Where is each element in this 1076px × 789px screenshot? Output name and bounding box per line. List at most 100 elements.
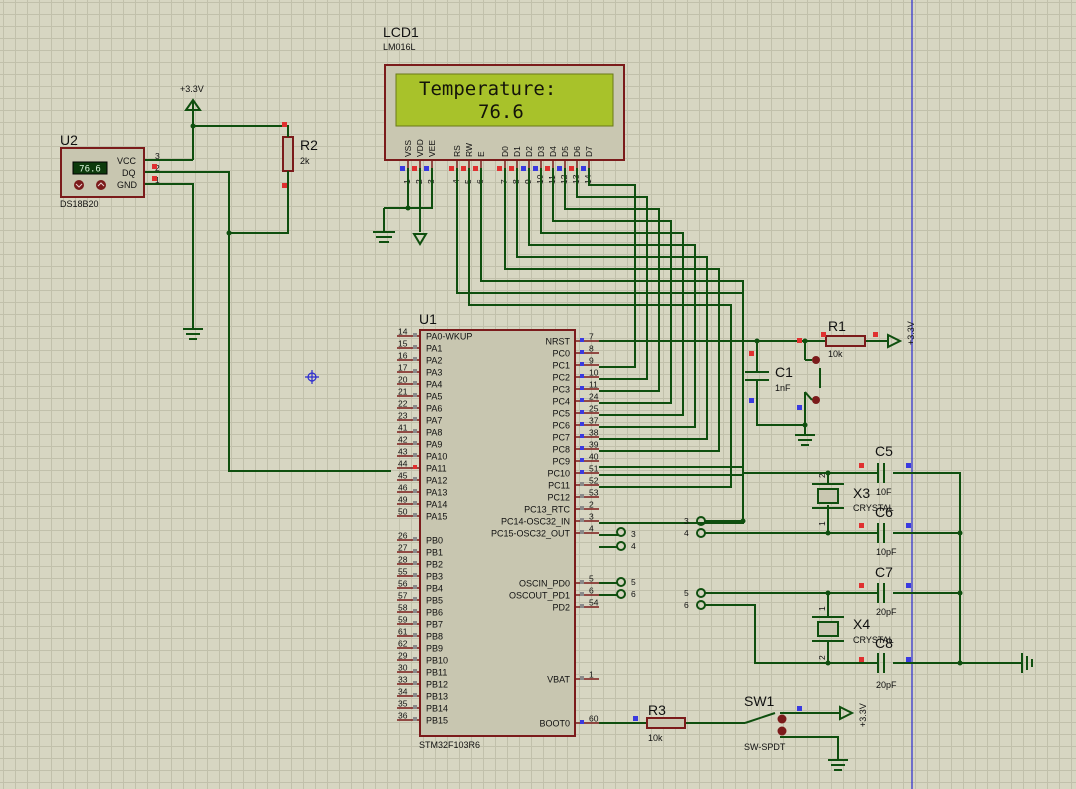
u1-left-pin-number: 20 — [398, 375, 408, 385]
c1-value: 1nF — [775, 383, 791, 393]
u1-left-pin-number: 46 — [398, 483, 408, 493]
pin-marker — [859, 583, 864, 588]
u1-left-pin-name: PB7 — [426, 620, 443, 630]
u1-right-pin-marker — [580, 386, 584, 390]
reset-button-top[interactable] — [812, 356, 820, 364]
u1-left-pin-name: PB3 — [426, 572, 443, 582]
u1-right-pin-marker — [580, 580, 584, 584]
u1-right-pin-marker — [580, 410, 584, 414]
u1-left-pin-name: PB13 — [426, 692, 448, 702]
u1-left-pin-marker — [413, 573, 417, 577]
resistor-r2[interactable]: R2 2k — [282, 136, 318, 172]
c5-value: 10F — [876, 487, 892, 497]
u1-left-pin-number: 43 — [398, 447, 408, 457]
u1-left-pin-number: 45 — [398, 471, 408, 481]
u1-right-pin-name: OSCOUT_PD1 — [509, 591, 570, 601]
u1-left-pin-name: PB12 — [426, 680, 448, 690]
lcd-ref: LCD1 — [383, 24, 419, 40]
pin-marker — [424, 166, 429, 171]
u1-right-pin-name: PC10 — [547, 469, 570, 479]
lcd-pin-name: E — [476, 151, 486, 157]
u1-left-pin-name: PA10 — [426, 452, 447, 462]
u1-left-pin-name: PA13 — [426, 488, 447, 498]
u1-right-pin-marker — [580, 720, 584, 724]
u1-left-pin-name: PB0 — [426, 536, 443, 546]
u1-left-pin-marker — [413, 441, 417, 445]
pin-marker — [461, 166, 466, 171]
u1-left-pin-marker — [413, 357, 417, 361]
u1-right-pin-marker — [580, 592, 584, 596]
u1-right-pin-number: 25 — [589, 404, 599, 414]
xtal-term-3: 3 — [684, 516, 689, 526]
u1-left-pin-marker — [413, 489, 417, 493]
u1-left-pin-marker — [413, 717, 417, 721]
lcd-pin-name: D7 — [584, 146, 594, 157]
u1-left-pin-name: PA9 — [426, 440, 442, 450]
pin-marker — [533, 166, 538, 171]
u1-right-pins: 7NRST8PC09PC110PC211PC324PC425PC537PC638… — [491, 332, 599, 729]
c7-value: 20pF — [876, 607, 897, 617]
lcd-pin-name: D6 — [572, 146, 582, 157]
u1-left-pin-name: PA0-WKUP — [426, 332, 472, 342]
u1-left-pin-name: PA5 — [426, 392, 442, 402]
bus-wire — [516, 168, 708, 440]
r2-value: 2k — [300, 156, 310, 166]
sw1-bottom-contact[interactable] — [777, 726, 787, 736]
c6-value: 10pF — [876, 547, 897, 557]
u1-left-pin-marker — [413, 345, 417, 349]
u2-pin-num-3: 3 — [155, 151, 160, 161]
c5-ref: C5 — [875, 443, 893, 459]
u1-right-pin-marker — [580, 530, 584, 534]
crosshair-icon — [305, 370, 319, 384]
reset-button-bottom[interactable] — [812, 396, 820, 404]
u1-left-pin-name: PA1 — [426, 344, 442, 354]
u2-pin-vcc: VCC — [117, 156, 137, 166]
u1-left-pin-name: PB11 — [426, 668, 447, 678]
u1-right-pin-number: 54 — [589, 598, 599, 608]
u1-right-pin-number: 60 — [589, 714, 599, 724]
u1-right-pin-name: PC4 — [552, 397, 570, 407]
pin-marker — [282, 183, 287, 188]
u1-right-pin-marker — [580, 362, 584, 366]
x4-pin-2: 2 — [817, 655, 827, 660]
u2-ref: U2 — [60, 132, 78, 148]
bus-wire — [576, 168, 648, 380]
u2-up-button[interactable] — [96, 180, 106, 190]
vcc-supply[interactable]: +3.3V — [180, 84, 204, 111]
u1-left-pin-name: PA14 — [426, 500, 447, 510]
u1-left-pin-name: PB2 — [426, 560, 443, 570]
r3-value: 10k — [648, 733, 663, 743]
pin-marker — [521, 166, 526, 171]
u2-down-button[interactable] — [74, 180, 84, 190]
u1-right-pin-marker — [580, 350, 584, 354]
sw1-top-contact[interactable] — [777, 714, 787, 724]
lcd-module[interactable]: LCD1 LM016L Temperature: 76.6 VSS1VDD2VE… — [383, 24, 625, 184]
pin-marker — [569, 166, 574, 171]
u1-left-pin-marker — [413, 705, 417, 709]
u1-left-pin-number: 14 — [398, 327, 408, 337]
u1-right-pin-number: 40 — [589, 452, 599, 462]
x4-value: CRYSTAL — [853, 635, 894, 645]
u1-right-pin-marker — [580, 446, 584, 450]
crystal-section[interactable]: C5 10F X3 CRYSTAL C6 10pF 2 1 C7 20pF X4… — [456, 168, 1033, 690]
temp-sensor-u2[interactable]: U2 76.6 VCC DQ GND 3 2 1 DS18B20 — [60, 132, 160, 209]
pin-marker — [797, 706, 802, 711]
u1-left-pin-number: 17 — [398, 363, 408, 373]
u1-left-pin-marker — [413, 393, 417, 397]
bus-wire — [504, 168, 720, 452]
u1-left-pin-marker — [413, 537, 417, 541]
u1-left-pin-name: PA12 — [426, 476, 447, 486]
lcd-pin-name: VDD — [415, 139, 425, 157]
u1-right-pin-marker — [580, 374, 584, 378]
reset-circuit[interactable]: +3.3V R1 10k C1 1nF — [599, 318, 916, 446]
u1-ref: U1 — [419, 311, 437, 327]
u1-right-pin-number: 3 — [589, 512, 594, 522]
u1-left-pin-number: 57 — [398, 591, 408, 601]
osc-term-4: 4 — [631, 541, 636, 551]
u1-right-pin-number: 5 — [589, 574, 594, 584]
boot-circuit[interactable]: R3 10k +3.3V SW1 SW-SPDT — [599, 693, 868, 771]
u1-left-pin-number: 28 — [398, 555, 408, 565]
u1-right-pin-name: PC14-OSC32_IN — [501, 517, 570, 527]
